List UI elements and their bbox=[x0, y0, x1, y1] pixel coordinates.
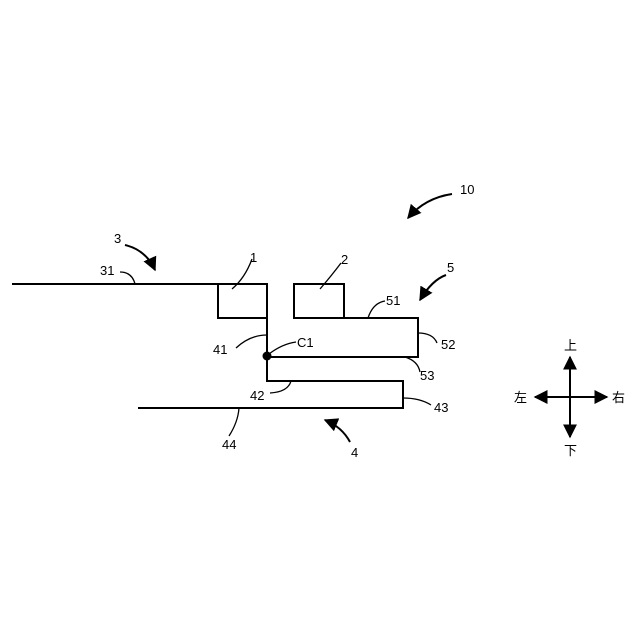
label-51: 51 bbox=[386, 293, 400, 308]
label-2: 2 bbox=[341, 252, 348, 267]
direction-up-label: 上 bbox=[564, 339, 577, 354]
arrow-10 bbox=[408, 194, 452, 218]
leader-43 bbox=[403, 398, 431, 405]
leader-44 bbox=[229, 408, 239, 436]
label-c1: C1 bbox=[297, 335, 314, 350]
direction-indicator: 上 下 左 右 bbox=[514, 339, 625, 459]
leader-52 bbox=[418, 333, 437, 343]
label-1: 1 bbox=[250, 250, 257, 265]
arrow-4 bbox=[325, 420, 350, 442]
label-3: 3 bbox=[114, 231, 121, 246]
arrow-3 bbox=[125, 245, 155, 270]
member-4-body bbox=[139, 381, 403, 408]
direction-down-label: 下 bbox=[564, 444, 577, 459]
member-2-block bbox=[294, 284, 344, 318]
member-1-block bbox=[218, 284, 267, 318]
leader-c1 bbox=[269, 342, 296, 354]
leader-31 bbox=[120, 272, 135, 284]
label-10: 10 bbox=[460, 182, 474, 197]
label-41: 41 bbox=[213, 342, 227, 357]
leader-42 bbox=[270, 381, 291, 393]
direction-left-label: 左 bbox=[514, 391, 527, 406]
label-53: 53 bbox=[420, 368, 434, 383]
label-4: 4 bbox=[351, 445, 358, 460]
label-42: 42 bbox=[250, 388, 264, 403]
leader-2 bbox=[320, 263, 341, 289]
direction-right-label: 右 bbox=[612, 391, 625, 406]
arrow-5 bbox=[420, 275, 446, 300]
leader-51 bbox=[368, 301, 385, 318]
leader-41 bbox=[236, 335, 267, 348]
label-5: 5 bbox=[447, 260, 454, 275]
label-44: 44 bbox=[222, 437, 236, 452]
label-43: 43 bbox=[434, 400, 448, 415]
label-52: 52 bbox=[441, 337, 455, 352]
label-31: 31 bbox=[100, 263, 114, 278]
leader-53 bbox=[405, 357, 420, 372]
member-5-body bbox=[267, 318, 418, 357]
